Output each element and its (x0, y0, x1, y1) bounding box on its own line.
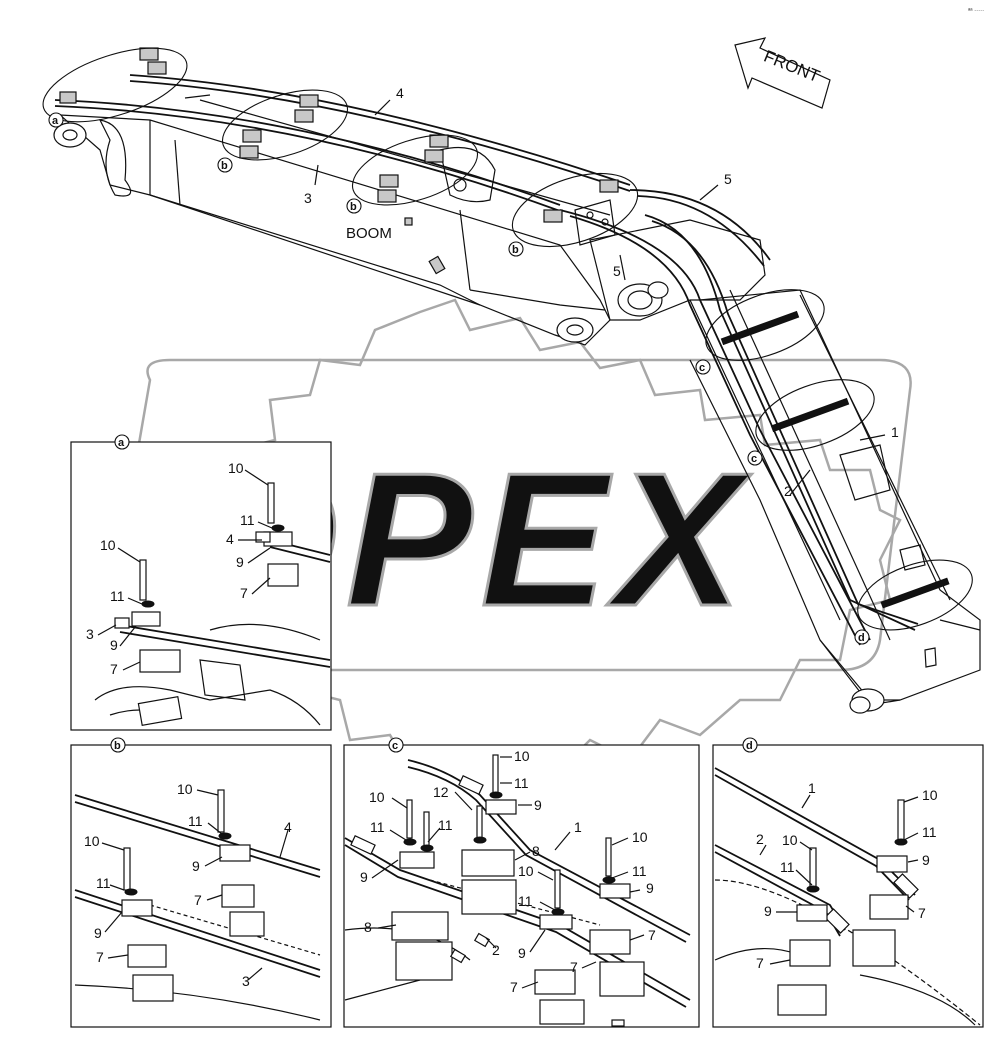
marker-c-text: c (699, 362, 705, 374)
c-label-9-d: 9 (518, 945, 526, 961)
c-label-10-a: 10 (514, 748, 530, 764)
d-label-2: 2 (756, 831, 764, 847)
a-label-11-lower: 11 (110, 588, 125, 604)
c-label-7-b: 7 (510, 979, 518, 995)
detail-a-panel: a (70, 434, 332, 731)
detail-d-panel: d (712, 737, 984, 1028)
a-label-10-upper: 10 (228, 460, 244, 476)
detail-d-title: d (746, 740, 753, 752)
c-label-12: 12 (433, 784, 449, 800)
d-label-7-right: 7 (918, 905, 926, 921)
main-label-4: 4 (396, 85, 404, 101)
detail-c-title: c (392, 740, 398, 752)
marker-d-text: d (858, 632, 865, 644)
d-label-10-left: 10 (782, 832, 798, 848)
main-label-2: 2 (784, 483, 792, 499)
a-label-11-upper: 11 (240, 512, 255, 528)
marker-d-main: d (854, 629, 870, 645)
d-label-1: 1 (808, 780, 816, 796)
front-arrow: FRONT (734, 37, 831, 109)
d-label-11-right: 11 (922, 824, 937, 840)
d-label-7-left: 7 (756, 955, 764, 971)
marker-b-text: b (350, 201, 357, 213)
detail-b-title: b (114, 740, 121, 752)
c-label-2: 2 (492, 942, 500, 958)
a-label-7-lower: 7 (110, 661, 118, 677)
detail-a-title: a (118, 437, 125, 449)
marker-b-text: b (221, 160, 228, 172)
callout-ellipses (42, 47, 973, 631)
b-label-9-upper: 9 (192, 858, 200, 874)
c-label-8-b: 8 (364, 919, 372, 935)
d-label-11-left: 11 (780, 859, 795, 875)
a-label-4: 4 (226, 531, 234, 547)
c-label-10-b: 10 (369, 789, 385, 805)
c-label-7-c: 7 (570, 959, 578, 975)
b-label-3: 3 (242, 973, 250, 989)
corner-mark: ᵃᵃ ····· (968, 8, 984, 14)
b-label-10-lower: 10 (84, 833, 100, 849)
a-label-9-upper: 9 (236, 554, 244, 570)
b-label-7-lower: 7 (96, 949, 104, 965)
b-label-7-upper: 7 (194, 892, 202, 908)
marker-c-text: c (751, 453, 757, 465)
main-label-5a: 5 (724, 171, 732, 187)
boom-label: BOOM (346, 225, 392, 242)
c-label-1: 1 (574, 819, 582, 835)
main-label-3: 3 (304, 190, 312, 206)
a-label-9-lower: 9 (110, 637, 118, 653)
c-label-11-c: 11 (438, 817, 453, 833)
marker-a-main: a (48, 112, 64, 128)
boom-assembly (53, 74, 981, 714)
c-label-7-a: 7 (648, 927, 656, 943)
b-label-10-upper: 10 (177, 781, 193, 797)
d-label-10-right: 10 (922, 787, 938, 803)
c-label-10-c: 10 (632, 829, 648, 845)
c-label-11-b: 11 (370, 819, 385, 835)
b-label-9-lower: 9 (94, 925, 102, 941)
marker-a-text: a (52, 115, 59, 127)
c-label-9-b: 9 (360, 869, 368, 885)
b-label-11-upper: 11 (188, 813, 203, 829)
c-label-9-a: 9 (534, 797, 542, 813)
marker-b-text: b (512, 244, 519, 256)
d-label-9-right: 9 (922, 852, 930, 868)
d-label-9-left: 9 (764, 903, 772, 919)
main-clamps (59, 47, 950, 609)
marker-b-main-1: b (217, 157, 233, 173)
marker-b-main-2: b (346, 198, 362, 214)
c-label-8-a: 8 (532, 843, 540, 859)
a-label-10-lower: 10 (100, 537, 116, 553)
a-label-7-upper: 7 (240, 585, 248, 601)
marker-c-main-2: c (747, 450, 763, 466)
marker-b-main-3: b (508, 241, 524, 257)
detail-c-panel: c (343, 737, 700, 1028)
detail-b-panel: b (70, 737, 332, 1028)
main-label-5b: 5 (613, 263, 621, 279)
c-label-11-d: 11 (632, 863, 647, 879)
c-label-11-e: 11 (518, 893, 533, 909)
b-label-4: 4 (284, 819, 292, 835)
c-label-10-d: 10 (518, 863, 534, 879)
main-label-1: 1 (891, 424, 899, 440)
c-label-9-c: 9 (646, 880, 654, 896)
a-label-3: 3 (86, 626, 94, 642)
b-label-11-lower: 11 (96, 875, 111, 891)
marker-c-main-1: c (695, 359, 711, 375)
c-label-11-a: 11 (514, 775, 529, 791)
